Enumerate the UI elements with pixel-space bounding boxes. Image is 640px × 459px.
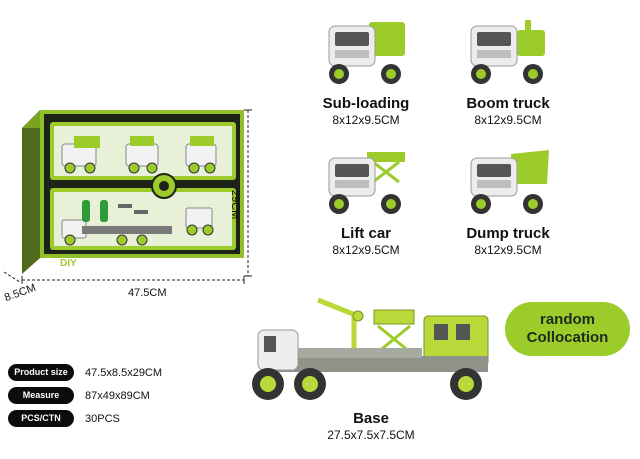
spec-list: Product size 47.5x8.5x29CM Measure 87x49… <box>8 362 162 431</box>
vehicle-name: Sub-loading <box>322 95 410 112</box>
product-box-image: DIY ASSEMBLING SANITATION CAR CHILDREN A… <box>22 108 244 274</box>
vehicle-card-dump-truck: Dump truck 8x12x9.5CM <box>433 146 583 258</box>
box-badge: CHILDREN ARE SCIENTISTS <box>147 258 185 270</box>
vehicle-size: 8x12x9.5CM <box>474 243 542 257</box>
sub-loading-truck-image <box>328 22 405 84</box>
spec-label: Product size <box>8 364 74 381</box>
spec-label: Measure <box>8 387 74 404</box>
spec-row-pcs-ctn: PCS/CTN 30PCS <box>8 408 162 429</box>
box-brand-title: DIY <box>60 258 77 269</box>
vehicle-size: 8x12x9.5CM <box>474 113 542 127</box>
spec-value: 30PCS <box>85 412 120 425</box>
vehicle-name: Dump truck <box>466 225 550 242</box>
spec-value: 87x49x89CM <box>85 389 150 402</box>
vehicle-name: Boom truck <box>466 95 550 112</box>
vehicle-card-sub-loading: Sub-loading 8x12x9.5CM <box>291 16 441 128</box>
vehicle-size: 8x12x9.5CM <box>332 113 400 127</box>
spec-label: PCS/CTN <box>8 410 74 427</box>
vehicle-name: Lift car <box>340 225 391 242</box>
random-badge-line1: random <box>539 311 595 328</box>
dump-truck-image <box>470 150 549 214</box>
dimension-lines <box>3 109 252 284</box>
base-name: Base <box>353 410 389 427</box>
product-box-illustration <box>22 110 244 274</box>
width-dimension-label: 47.5CM <box>128 287 167 299</box>
random-badge-line2: Collocation <box>526 329 609 346</box>
spec-value: 47.5x8.5x29CM <box>85 366 163 379</box>
spec-row-product-size: Product size 47.5x8.5x29CM <box>8 362 162 383</box>
height-dimension-label: 29CM <box>229 190 241 220</box>
vehicle-size: 8x12x9.5CM <box>332 243 400 257</box>
random-collocation-badge: random Collocation <box>505 302 630 356</box>
box-subtitle: ASSEMBLING SANITATION CAR <box>78 258 121 270</box>
spec-row-measure: Measure 87x49x89CM <box>8 385 162 406</box>
base-truck-image <box>252 297 489 400</box>
lift-car-image <box>328 152 405 214</box>
vehicle-card-boom-truck: Boom truck 8x12x9.5CM <box>433 16 583 128</box>
base-label: Base 27.5x7.5x7.5CM <box>296 410 446 443</box>
base-size: 27.5x7.5x7.5CM <box>327 428 415 442</box>
vehicle-card-lift-car: Lift car 8x12x9.5CM <box>291 146 441 258</box>
boom-truck-image <box>470 20 545 84</box>
